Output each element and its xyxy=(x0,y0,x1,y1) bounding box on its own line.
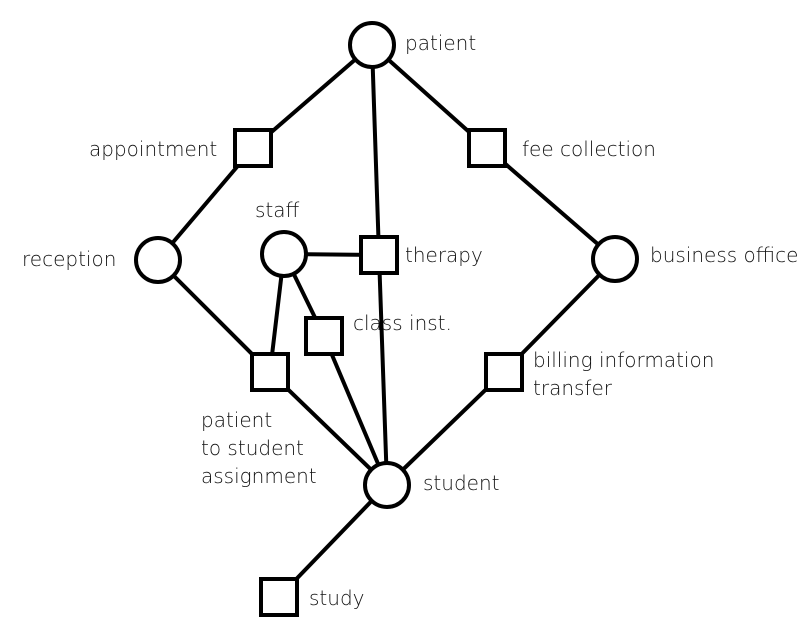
node-billing-transfer xyxy=(484,352,524,392)
study-label: study xyxy=(309,586,365,610)
reception-label: reception xyxy=(22,247,117,271)
node-class-inst xyxy=(304,316,344,356)
appointment-label: appointment xyxy=(89,137,218,161)
edge-class-inst-to-student xyxy=(322,334,389,487)
edge-therapy-to-student xyxy=(377,253,389,487)
fee-collection-label: fee collection xyxy=(522,137,656,161)
node-study xyxy=(259,577,299,617)
billing-transfer-label-line-2: transfer xyxy=(533,376,612,400)
assignment-label-line-3: assignment xyxy=(201,464,317,488)
node-patient-student-assignment xyxy=(250,352,290,392)
node-business-office xyxy=(591,235,639,283)
node-fee-collection xyxy=(467,128,507,168)
patient-student-assignment-label: patient to student assignment xyxy=(201,406,317,490)
billing-transfer-label-line-1: billing information xyxy=(533,348,715,372)
business-office-label: business office xyxy=(650,243,799,267)
node-therapy xyxy=(359,235,399,275)
edge-patient-to-therapy xyxy=(370,43,381,257)
node-patient xyxy=(348,21,396,69)
billing-transfer-label: billing information transfer xyxy=(533,346,714,402)
class-inst-label: class inst. xyxy=(353,311,452,335)
assignment-label-line-2: to student xyxy=(201,436,304,460)
patient-label: patient xyxy=(405,31,477,55)
node-student xyxy=(363,461,411,509)
staff-label: staff xyxy=(255,198,300,222)
nodes-layer xyxy=(134,21,639,617)
student-label: student xyxy=(423,471,500,495)
node-appointment xyxy=(233,128,273,168)
node-reception xyxy=(134,236,182,284)
node-staff xyxy=(260,230,308,278)
edge-fee-collection-to-business-office xyxy=(485,146,617,261)
therapy-label: therapy xyxy=(405,243,483,267)
assignment-label-line-1: patient xyxy=(201,408,273,432)
